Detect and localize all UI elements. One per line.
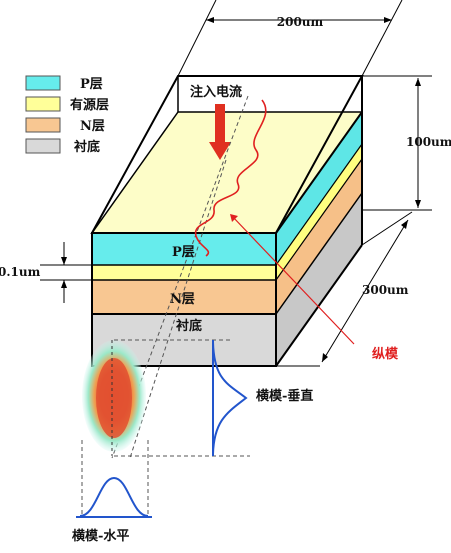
transverse-horizontal-label: 横模-水平 [72,528,129,544]
active-layer-side [276,144,362,280]
current-arrow-head [209,142,231,160]
laser-block [90,75,364,367]
dimension-width: 200um [177,0,403,77]
current-injection: 注入电流 [190,84,242,160]
dimension-active: 0.1um [0,242,92,303]
height-label: 100um [406,135,451,149]
current-injection-label: 注入电流 [190,84,242,100]
substrate-label: 衬底 [176,318,202,334]
longitudinal-pointer [231,215,355,345]
active-thickness-label: 0.1um [0,265,41,279]
p-layer-side [276,112,362,265]
legend-label-n: N层 [80,119,105,134]
legend-swatch-p [25,75,61,91]
legend: P层 有源层 N层 衬底 [25,75,109,155]
legend-swatch-substrate [25,138,61,154]
current-arrow-shaft [215,104,225,144]
transverse-vertical: 横模-垂直 [114,339,313,457]
longitudinal-wave [194,99,267,257]
dimension-depth: 300um [276,211,413,367]
legend-swatch-n [25,117,61,133]
p-layer-top [92,112,362,233]
p-layer-label: P层 [172,245,195,260]
n-layer-front [92,280,276,314]
dimension-height: 100um [362,75,451,211]
near-field-spot [82,340,146,456]
width-label: 200um [277,15,324,29]
legend-label-substrate: 衬底 [74,139,100,155]
transverse-horizontal: 横模-水平 [72,440,152,544]
longitudinal-mode-label: 纵模 [372,346,399,362]
n-layer-side [276,159,362,314]
depth-label: 300um [362,283,409,297]
active-layer-front [92,265,276,280]
legend-swatch-active [25,96,61,112]
n-layer-label: N层 [170,292,195,307]
p-layer-front [92,233,276,265]
legend-label-p: P层 [80,77,103,92]
legend-label-active: 有源层 [70,97,109,113]
transverse-vertical-label: 横模-垂直 [256,388,313,404]
substrate-side [276,193,362,366]
